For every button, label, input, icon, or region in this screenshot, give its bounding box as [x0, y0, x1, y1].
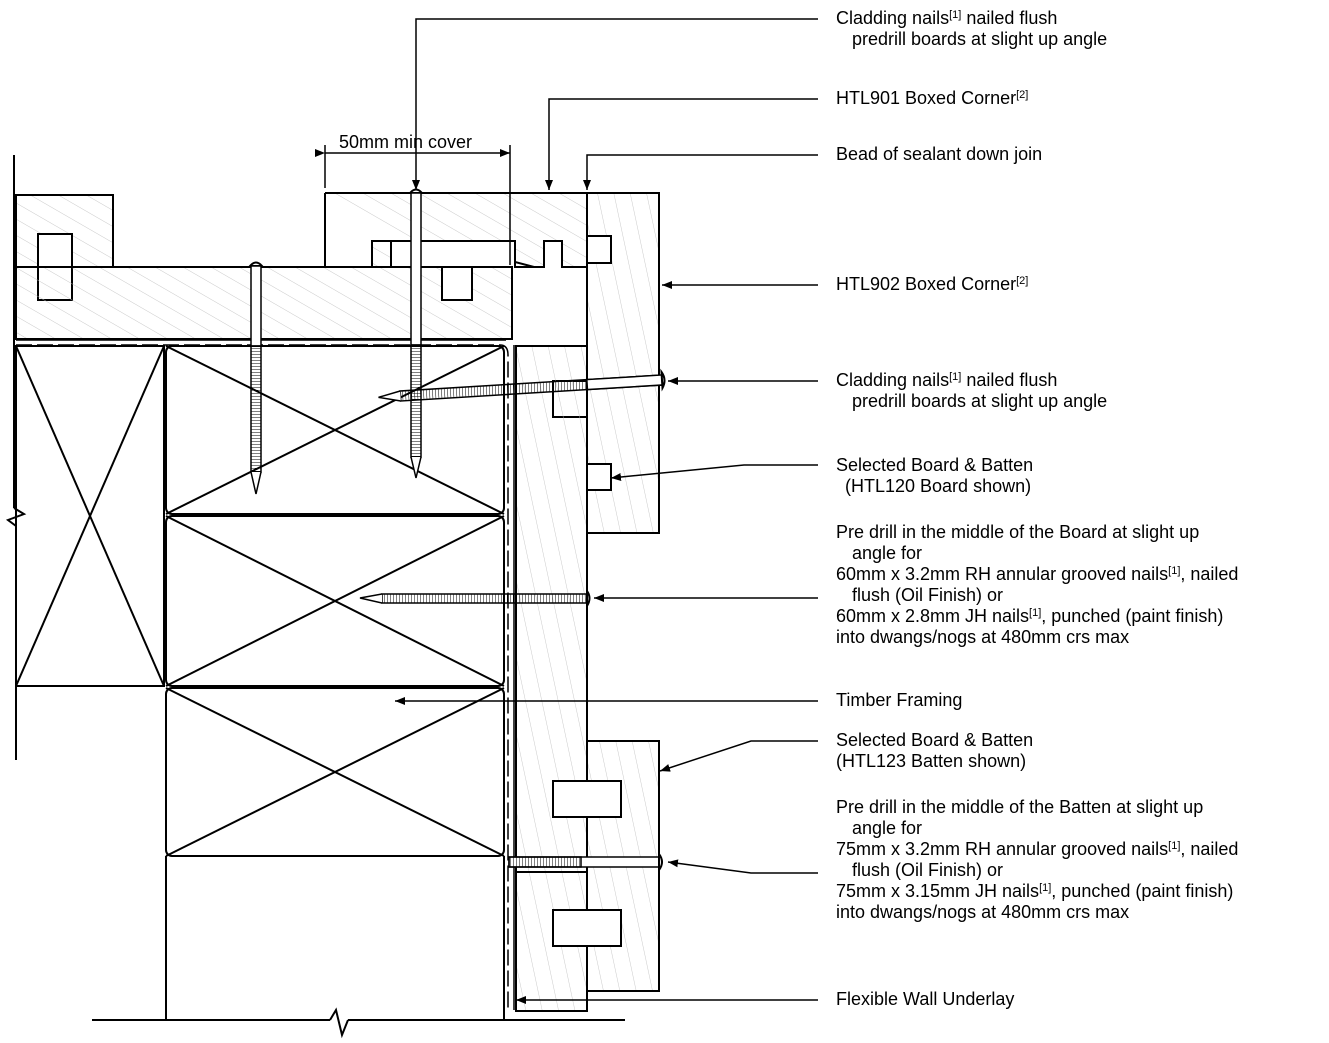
dimension-label: 50mm min cover [339, 132, 473, 152]
label-cladding-nails-side: Cladding nails[1] nailed flush predrill … [836, 370, 1108, 411]
leader-1 [412, 18, 818, 190]
label-batten-nailing: Pre drill in the middle of the Batten at… [836, 797, 1239, 922]
leader-10 [667, 859, 818, 874]
leader-3 [583, 154, 818, 190]
label-board-nailing: Pre drill in the middle of the Board at … [836, 522, 1239, 647]
nail-vertical-2 [407, 188, 425, 479]
timber-framing-blocks [165, 345, 505, 857]
leader-2 [545, 98, 818, 190]
htl902-boxed-corner [552, 192, 660, 534]
leader-6 [610, 464, 818, 482]
timber-framing-stud [15, 345, 165, 687]
wall-cladding-board [515, 345, 588, 1012]
bottom-break-line [92, 1007, 625, 1039]
leader-9 [659, 740, 818, 772]
label-board-selected: Selected Board & Batten (HTL120 Board sh… [836, 455, 1034, 496]
label-htl902: HTL902 Boxed Corner[2] [836, 274, 1029, 294]
nail-angled [378, 368, 666, 402]
label-htl901: HTL901 Boxed Corner[2] [836, 88, 1029, 108]
label-batten-selected: Selected Board & Batten (HTL123 Batten s… [836, 730, 1034, 771]
return-wall-batten-band [15, 266, 513, 340]
label-cladding-nails-top: Cladding nails[1] nailed flush predrill … [836, 8, 1108, 49]
nail-batten-horizontal [508, 850, 663, 874]
label-underlay: Flexible Wall Underlay [836, 989, 1015, 1009]
nail-vertical-1 [247, 261, 265, 495]
htl901-boxed-corner [324, 192, 588, 268]
nail-board-horizontal [359, 587, 591, 610]
label-sealant: Bead of sealant down join [836, 144, 1043, 164]
dimension-cover [315, 145, 511, 265]
label-timber-framing: Timber Framing [836, 690, 963, 710]
